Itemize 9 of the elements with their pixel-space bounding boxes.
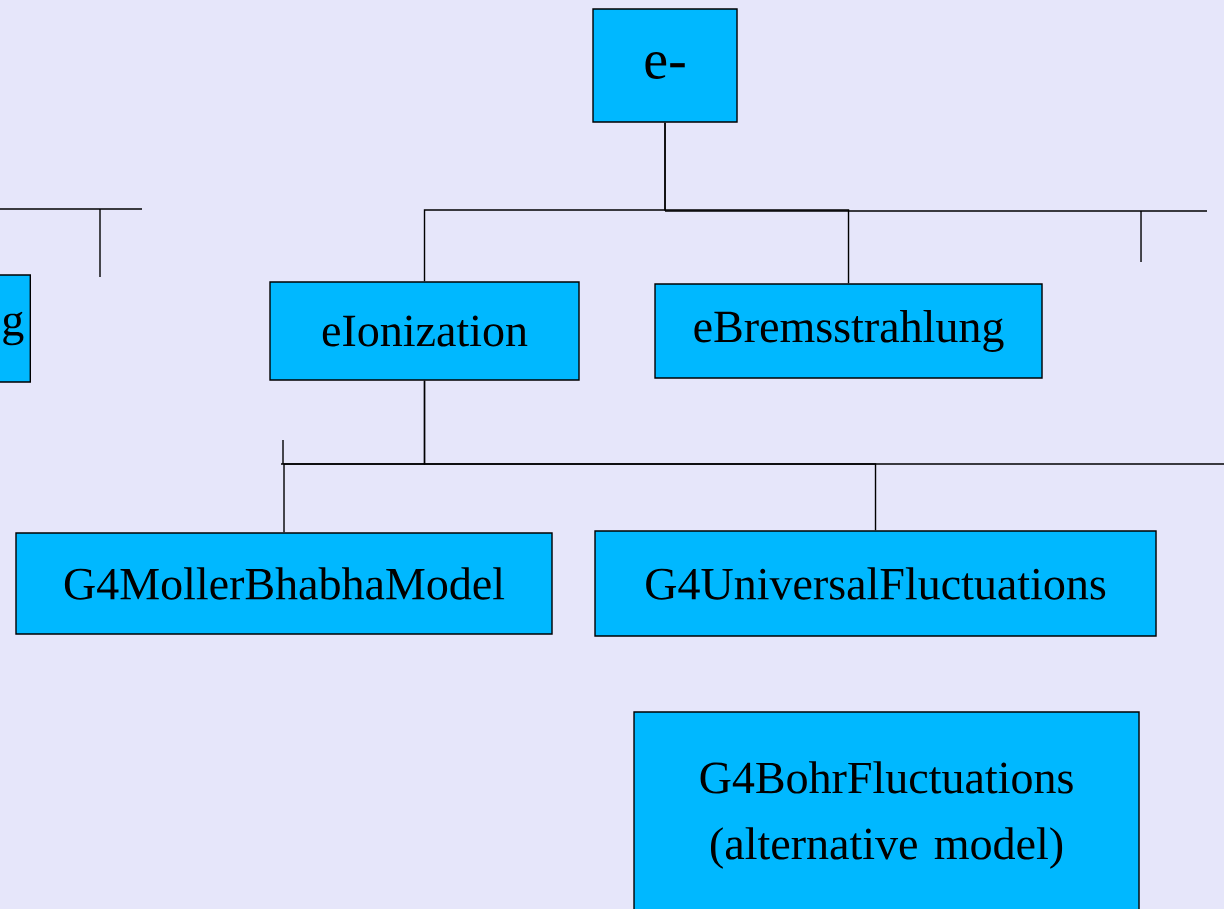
process-box: eIonization xyxy=(269,281,580,381)
process-box: eBremsstrahlung xyxy=(654,283,1043,379)
process-box: G4UniversalFluctuations xyxy=(594,530,1157,637)
process-box: e- xyxy=(592,8,738,123)
connector-line xyxy=(423,380,877,531)
process-box: g xyxy=(0,274,31,383)
process-box: G4BohrFluctuations (alternative model) xyxy=(633,711,1140,909)
connector-line xyxy=(664,122,850,284)
process-box: G4MollerBhabhaModel xyxy=(15,532,553,635)
